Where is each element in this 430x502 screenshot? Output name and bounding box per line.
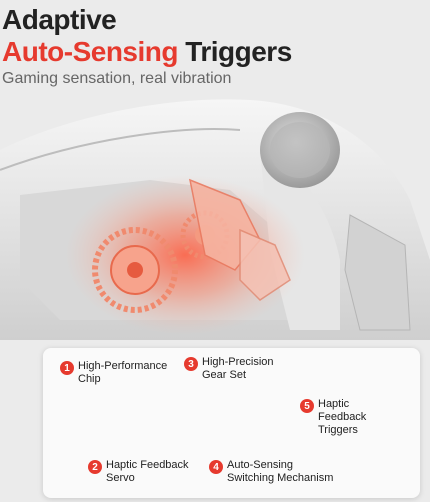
callout-number-4: 4 [209,460,223,474]
gear-mechanism [65,175,305,335]
callout-label-switching: Auto-Sensing Switching Mechanism [227,459,334,484]
page-title-rest: Triggers [185,36,292,67]
callout-number-3: 3 [184,357,198,371]
page-title-line1: Adaptive [2,4,117,35]
callout-switching: 4 Auto-Sensing Switching Mechanism [209,459,333,485]
callout-gear-set: 3 High-Precision Gear Set [184,356,274,382]
callout-label-chip: High-Performance Chip [78,360,168,385]
callout-chip: 1 High-Performance Chip [60,360,167,386]
thumbstick [260,112,340,188]
callout-label-servo: Haptic Feedback Servo [106,459,189,484]
page-title-accent: Auto-Sensing [2,36,179,67]
callout-triggers: 5 Haptic Feedback Triggers [300,398,366,437]
callout-number-5: 5 [300,399,314,413]
right-trigger [344,214,411,331]
callout-number-2: 2 [88,460,102,474]
callout-label-triggers: Haptic Feedback Triggers [318,398,367,436]
page-subtitle: Gaming sensation, real vibration [2,70,232,87]
callout-servo: 2 Haptic Feedback Servo [88,459,189,485]
callout-number-1: 1 [60,361,74,375]
components-card [43,348,420,498]
callout-label-gear-set: High-Precision Gear Set [202,356,274,381]
page-title-line2: Auto-Sensing Triggers [2,36,292,68]
